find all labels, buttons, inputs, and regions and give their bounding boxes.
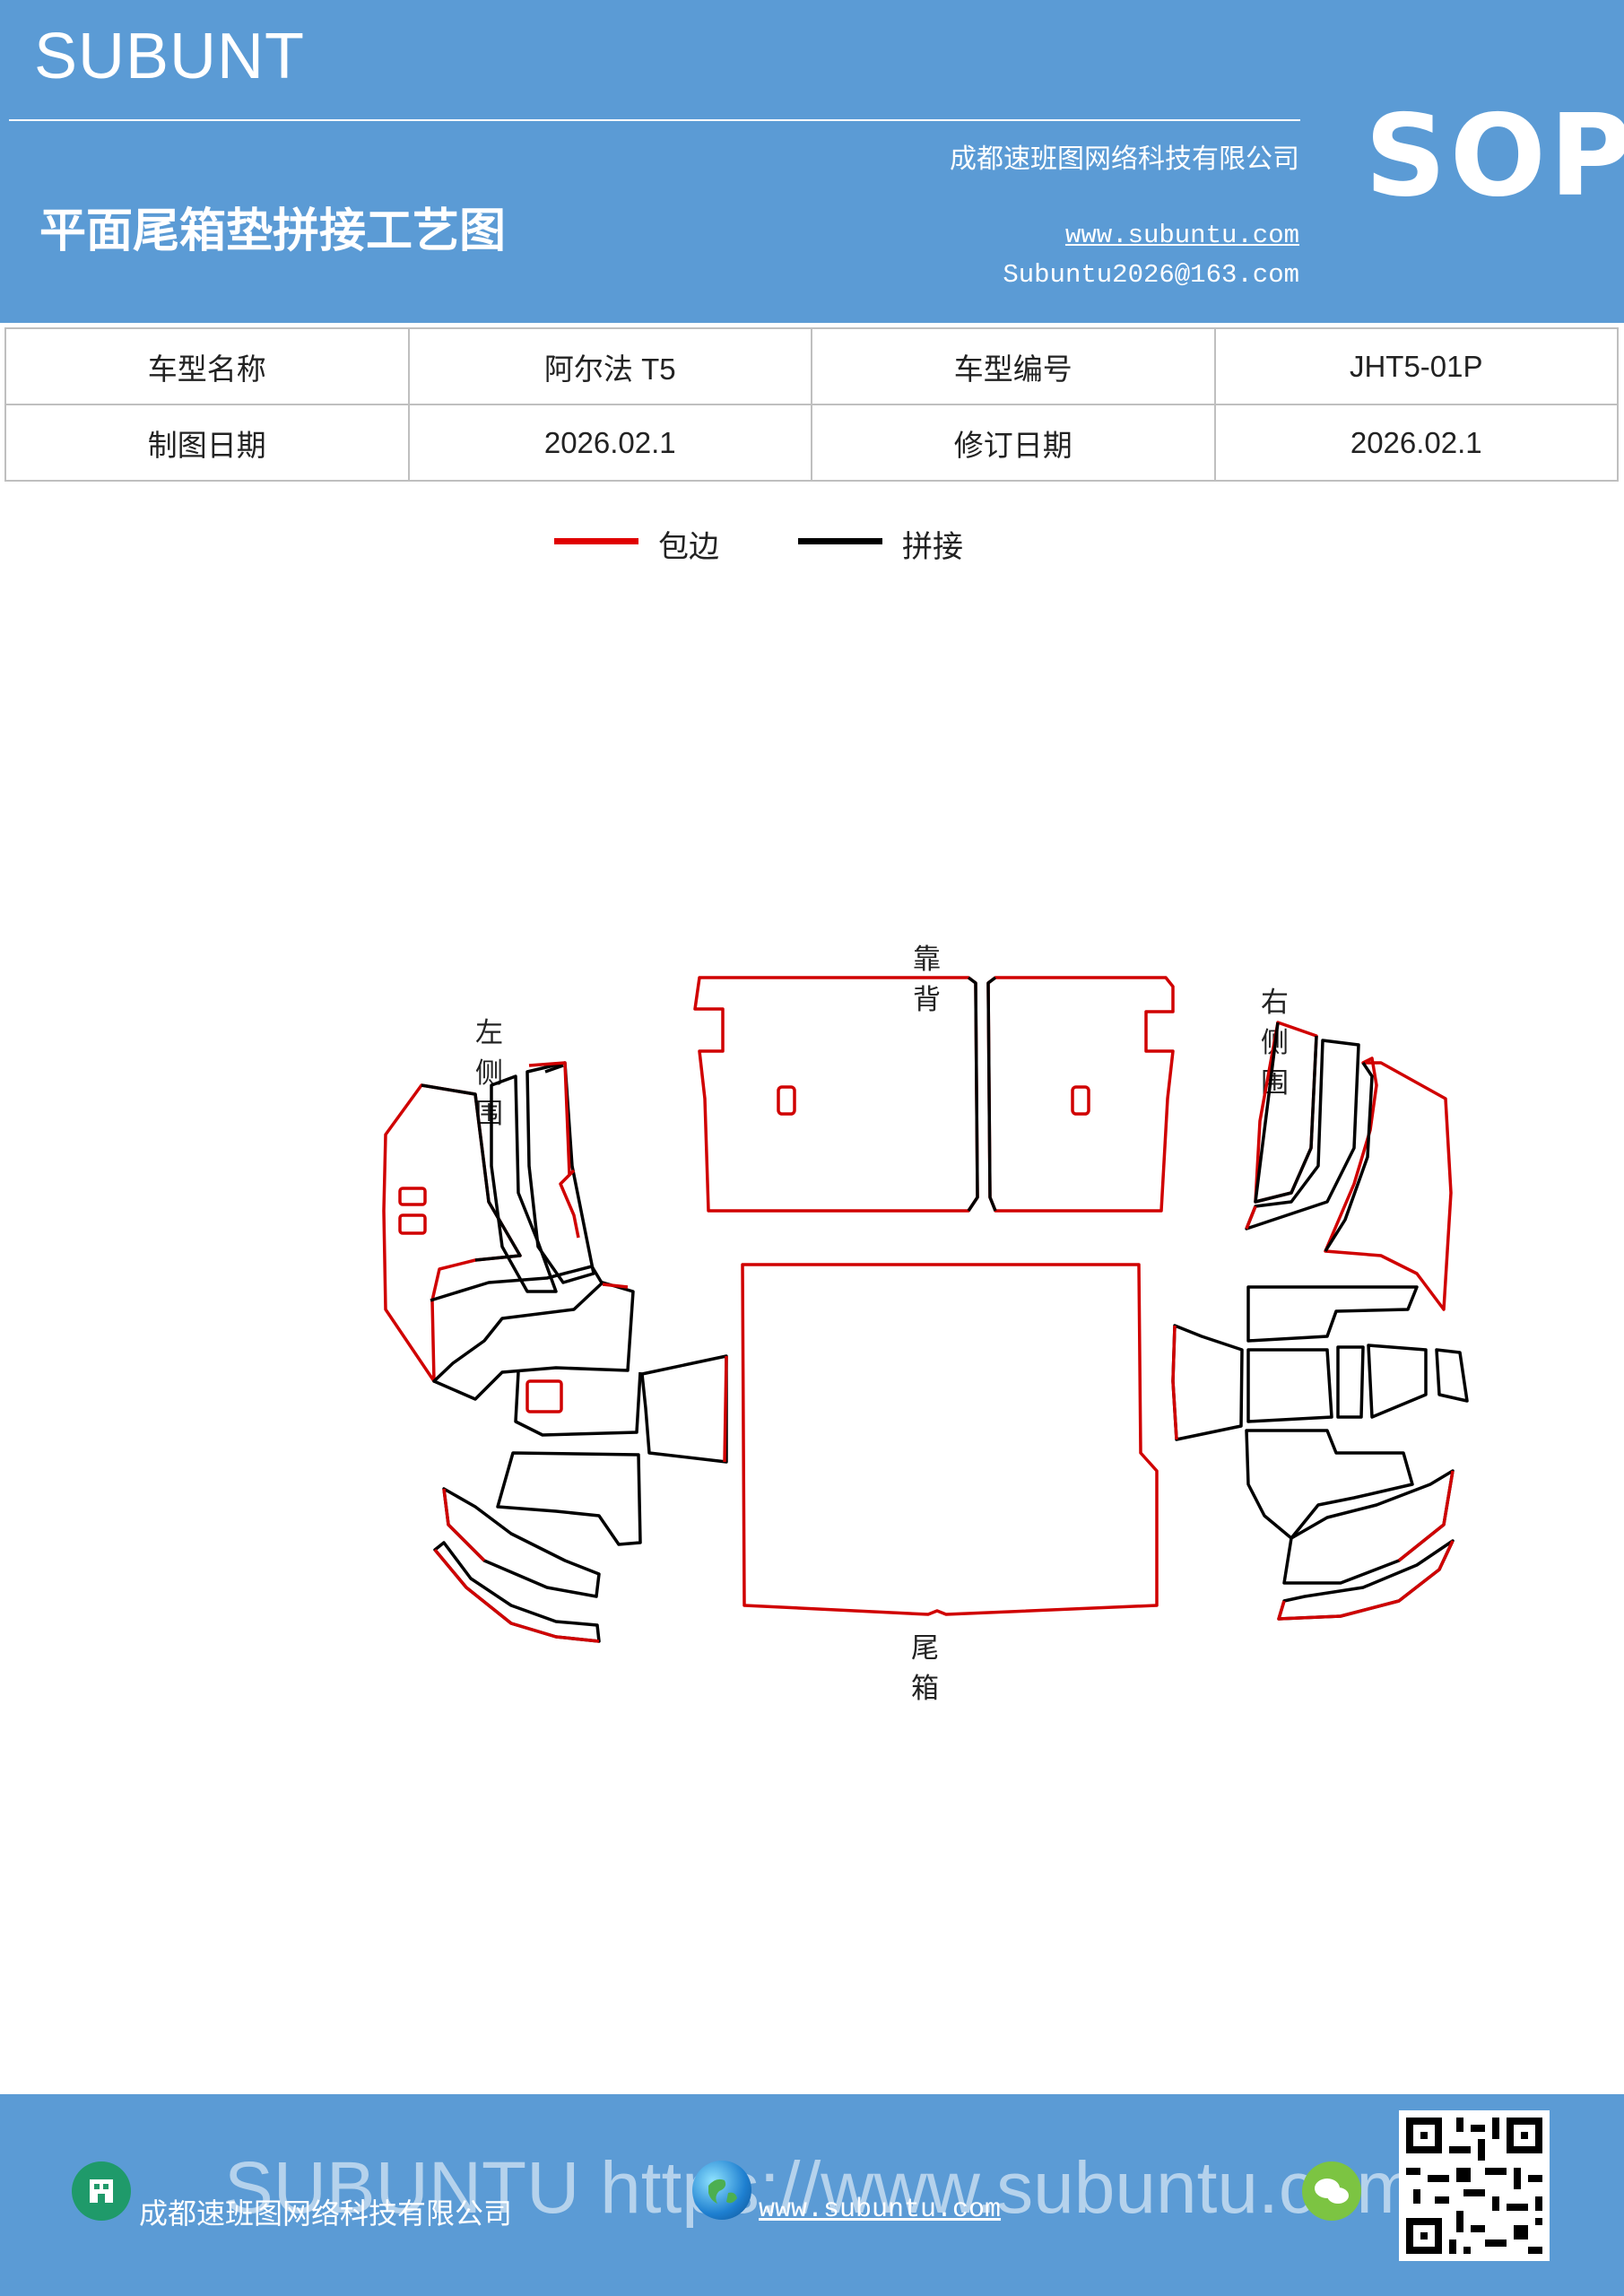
footer-watermark: SUBUNTU https://www.subuntu.com xyxy=(224,2147,1418,2229)
table-cell-label: 车型编号 xyxy=(811,327,1216,405)
wechat-icon xyxy=(1302,2161,1361,2221)
building-icon xyxy=(72,2161,131,2221)
sop-badge: SOP xyxy=(1365,90,1624,222)
label-trunk: 尾箱 xyxy=(911,1632,941,1705)
trunk-floor-panel xyxy=(741,1263,1159,1616)
legend-label-edge: 包边 xyxy=(658,529,719,565)
header-email[interactable]: Subuntu2026@163.com xyxy=(1003,260,1299,290)
legend: 包边 拼接 xyxy=(554,520,1003,574)
header-company-name: 成都速班图网络科技有限公司 xyxy=(950,144,1299,175)
backrest-right-panel xyxy=(986,976,1175,1213)
footer-company-name: 成都速班图网络科技有限公司 xyxy=(139,2196,513,2231)
footer-banner: SUBUNTU https://www.subuntu.com 成都速班图网络科… xyxy=(0,2094,1624,2296)
table-cell-label: 车型名称 xyxy=(4,327,410,405)
diagram-canvas xyxy=(382,976,1469,1643)
document-title: 平面尾箱垫拼接工艺图 xyxy=(39,204,507,258)
table-cell-value: 2026.02.1 xyxy=(1213,404,1619,482)
header-banner: SUBUNT 平面尾箱垫拼接工艺图 成都速班图网络科技有限公司 www.subu… xyxy=(0,0,1624,323)
header-divider xyxy=(9,119,1300,121)
right-side-panels xyxy=(1171,1021,1469,1621)
table-cell-value: 2026.02.1 xyxy=(407,404,812,482)
vehicle-info-table: 车型名称 阿尔法 T5 车型编号 JHT5-01P 制图日期 2026.02.1… xyxy=(4,327,1619,482)
table-row: 车型名称 阿尔法 T5 车型编号 JHT5-01P xyxy=(4,327,1619,405)
backrest-left-panel xyxy=(693,976,979,1213)
table-row: 制图日期 2026.02.1 修订日期 2026.02.1 xyxy=(4,404,1619,482)
qr-code-image xyxy=(1399,2110,1550,2261)
label-backrest: 靠背 xyxy=(913,944,942,1016)
table-cell-value: 阿尔法 T5 xyxy=(407,327,812,405)
table-cell-label: 制图日期 xyxy=(4,404,410,482)
table-cell-value: JHT5-01P xyxy=(1213,327,1619,405)
legend-label-seam: 拼接 xyxy=(902,529,963,565)
table-cell-label: 修订日期 xyxy=(811,404,1216,482)
left-side-panels xyxy=(382,1061,728,1643)
footer-website-link[interactable]: www.subuntu.com xyxy=(759,2195,1002,2225)
header-website-link[interactable]: www.subuntu.com xyxy=(1064,221,1299,250)
legend-swatch-seam xyxy=(798,538,882,544)
brand-logo-text: SUBUNT xyxy=(34,21,306,92)
globe-icon xyxy=(692,2161,751,2220)
legend-swatch-edge xyxy=(554,538,638,544)
